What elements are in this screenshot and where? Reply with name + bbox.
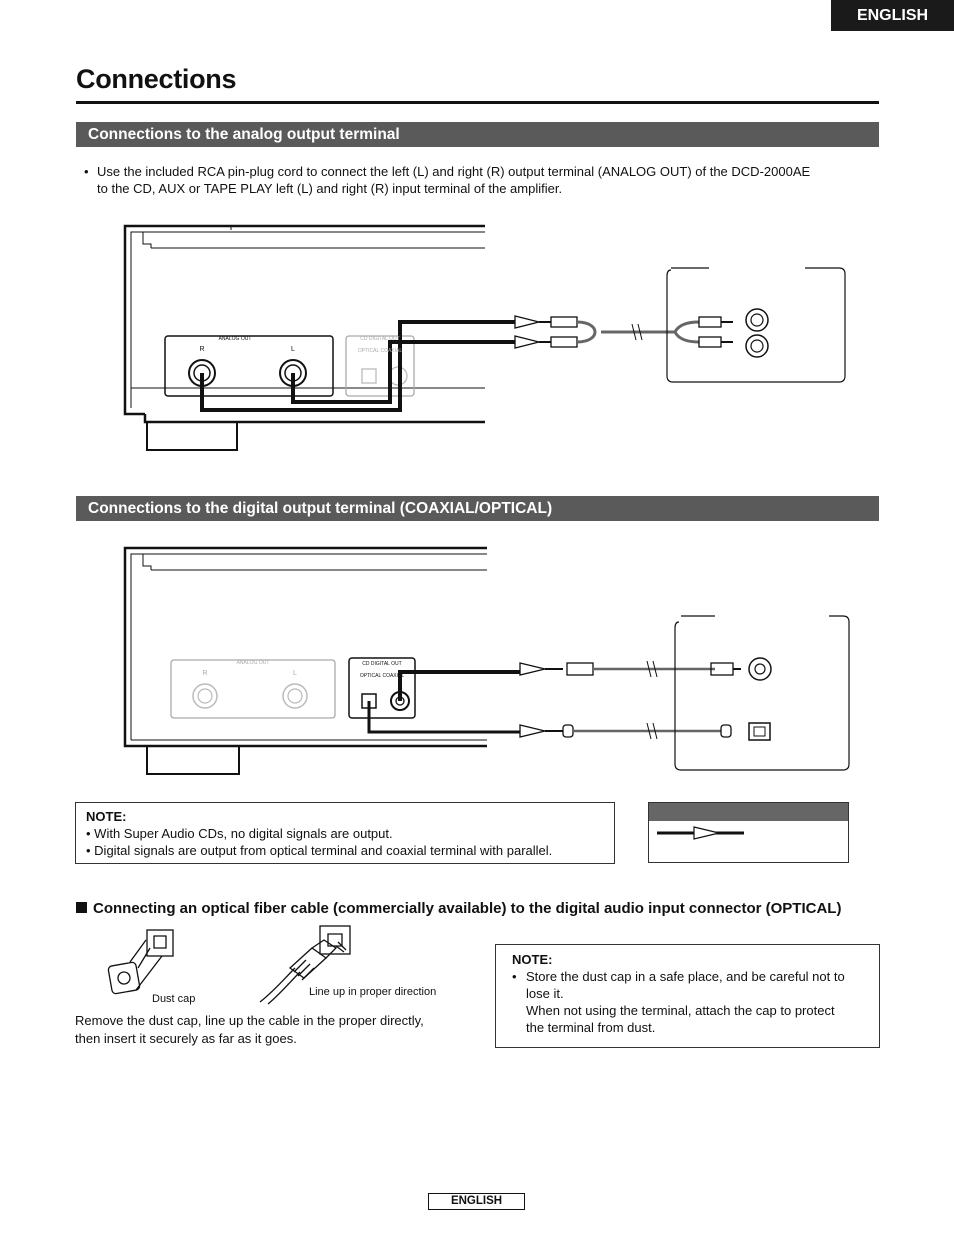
optical-coaxial-panel-label: OPTICAL COAXIAL bbox=[358, 348, 402, 354]
direction-caption: Line up in proper direction bbox=[309, 986, 437, 998]
terminal-l-label-gray: L bbox=[293, 670, 297, 677]
terminal-r-label: R bbox=[199, 346, 204, 353]
note-item: • With Super Audio CDs, no digital signa… bbox=[86, 826, 393, 841]
analog-out-panel-label: ANALOG OUT bbox=[219, 336, 252, 342]
signal-direction-legend bbox=[657, 826, 744, 840]
analog-text-line2: to the CD, AUX or TAPE PLAY left (L) and… bbox=[97, 181, 563, 196]
note-line: lose it. bbox=[526, 986, 564, 1001]
optical-instructions: Remove the dust cap, line up the cable i… bbox=[75, 1012, 475, 1048]
analog-text-line1: Use the included RCA pin-plug cord to co… bbox=[97, 164, 811, 179]
page-title: Connections bbox=[76, 64, 237, 94]
dust-cap-caption: Dust cap bbox=[152, 993, 196, 1005]
note-title: NOTE: bbox=[512, 952, 553, 967]
title-rule bbox=[76, 101, 879, 104]
note-line: Store the dust cap in a safe place, and … bbox=[526, 969, 845, 984]
analog-section-heading: Connections to the analog output termina… bbox=[76, 122, 879, 147]
note-digital: NOTE: • With Super Audio CDs, no digital… bbox=[75, 802, 615, 864]
bullet-dot: • bbox=[512, 969, 517, 984]
bullet-dot: • bbox=[84, 164, 89, 179]
note-item: • Digital signals are output from optica… bbox=[86, 843, 553, 858]
legend-header bbox=[649, 803, 848, 821]
cd-digital-out-panel-label: CD DIGITAL OUT bbox=[360, 336, 399, 342]
optical-cable-illustration bbox=[107, 925, 351, 1005]
optical-body-line1: Remove the dust cap, line up the cable i… bbox=[75, 1013, 424, 1028]
analog-connection-diagram: ANALOG OUT CD DIGITAL OUT OPTICAL COAXIA… bbox=[123, 224, 846, 451]
terminal-l-label: L bbox=[291, 346, 295, 353]
note-item-text: Digital signals are output from optical … bbox=[94, 843, 553, 858]
cd-digital-out-panel-label: CD DIGITAL OUT bbox=[362, 661, 401, 667]
optical-heading-text: Connecting an optical fiber cable (comme… bbox=[93, 900, 842, 917]
note-line: the terminal from dust. bbox=[526, 1020, 656, 1035]
language-tab: ENGLISH bbox=[831, 0, 954, 31]
note-line: When not using the terminal, attach the … bbox=[526, 1003, 835, 1018]
analog-out-panel-label-gray: ANALOG OUT bbox=[237, 660, 270, 666]
optical-body-line2: then insert it securely as far as it goe… bbox=[75, 1031, 297, 1046]
terminal-r-label-gray: R bbox=[202, 670, 207, 677]
legend-box bbox=[648, 802, 849, 863]
footer-language: ENGLISH bbox=[428, 1193, 525, 1210]
optical-section-heading: Connecting an optical fiber cable (comme… bbox=[76, 900, 841, 917]
note-item-text: With Super Audio CDs, no digital signals… bbox=[94, 826, 393, 841]
note-title: NOTE: bbox=[86, 809, 127, 824]
digital-section-heading: Connections to the digital output termin… bbox=[76, 496, 879, 521]
note-item: • Store the dust cap in a safe place, an… bbox=[512, 968, 865, 1036]
square-bullet-icon bbox=[76, 902, 87, 913]
analog-instructions: • Use the included RCA pin-plug cord to … bbox=[84, 163, 884, 197]
note-optical: NOTE: • Store the dust cap in a safe pla… bbox=[495, 944, 880, 1048]
optical-coaxial-panel-label: OPTICAL COAXIAL bbox=[360, 673, 404, 679]
digital-connection-diagram: ANALOG OUT CD DIGITAL OUT OPTICAL COAXIA… bbox=[123, 546, 850, 775]
